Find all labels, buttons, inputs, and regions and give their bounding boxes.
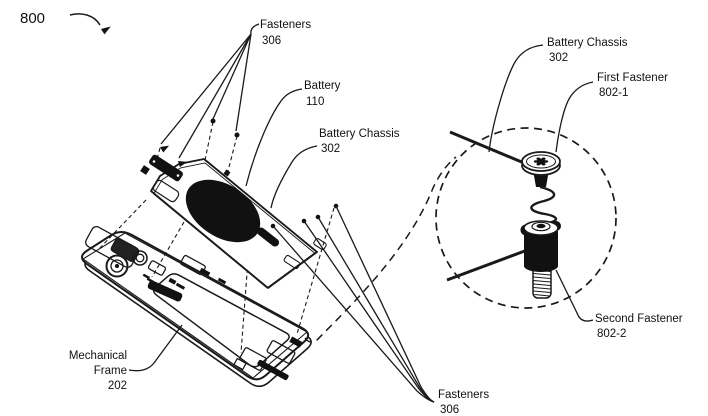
figure-ref-arrowhead	[101, 26, 111, 35]
detail-circle-view	[435, 127, 617, 309]
first-fastener-label: First Fastener	[597, 72, 668, 84]
battery-chassis-label: Battery Chassis	[319, 128, 400, 140]
fasteners-top-ref: 306	[262, 35, 281, 47]
first-fastener-ref: 802-1	[599, 87, 628, 99]
figure-ref-label: 800	[20, 10, 45, 27]
first-fastener-leader	[555, 81, 594, 153]
camera-lens2-outer	[132, 250, 148, 266]
battery-ref: 110	[306, 96, 324, 108]
second-fastener-label: Second Fastener	[595, 313, 683, 325]
battery-chassis-plate	[140, 154, 339, 289]
second-fastener-ref: 802-2	[597, 328, 626, 340]
battery-leader	[245, 88, 303, 187]
mechanical-frame-label-1: Mechanical	[69, 350, 127, 362]
labels: 800 Fasteners 306 Battery 110 Battery Ch…	[20, 10, 683, 416]
fasteners-top-leaders	[160, 23, 260, 168]
floating-fastener-dots	[210, 118, 240, 138]
figure-ref-arrow	[69, 13, 111, 35]
chassis-speaker-outline	[152, 179, 180, 203]
chassis-connector	[140, 154, 183, 182]
arrowheads	[160, 145, 188, 168]
battery-label: Battery	[304, 80, 341, 92]
chassis-oval-stripe	[256, 227, 280, 247]
mechanical-frame-label-2: Frame	[94, 365, 127, 377]
fasteners-bottom-ref: 306	[440, 404, 459, 416]
battery-ellipse	[185, 179, 261, 243]
frame-camera-cluster	[85, 226, 227, 302]
fasteners-bottom-label: Fasteners	[438, 389, 489, 401]
battery-chassis-detail-leader	[488, 44, 544, 153]
detail-circle-boundary	[435, 127, 617, 309]
chassis-inner-line	[153, 162, 315, 289]
chassis-zigzag-profile	[530, 185, 558, 226]
frame-outer-outline	[80, 231, 310, 381]
camera-lens-inner	[110, 259, 124, 273]
fasteners-bottom-leaders	[272, 205, 435, 403]
chassis-hole-marker	[223, 169, 231, 177]
battery-chassis-detail-label: Battery Chassis	[547, 37, 628, 49]
frame-port-cluster	[233, 336, 303, 381]
mechanical-frame-ref: 202	[108, 380, 127, 392]
detail-callout-arc	[304, 156, 457, 343]
battery-chassis-ref: 302	[321, 143, 340, 155]
battery-chassis-leader	[270, 145, 318, 209]
torx-recess	[533, 157, 549, 166]
frame-inner-rim	[82, 232, 308, 379]
second-fastener-leader	[555, 269, 594, 322]
fasteners-top-label: Fasteners	[260, 19, 311, 31]
camera-lens2-inner	[135, 253, 145, 263]
frame-section-line	[446, 247, 531, 282]
frame-side-bar	[147, 280, 183, 302]
chassis-section-line	[449, 130, 525, 165]
label-leaders	[128, 44, 594, 372]
battery-chassis-detail-ref: 302	[549, 52, 568, 64]
second-fastener-drawing	[520, 220, 561, 299]
camera-lens-outer	[105, 254, 129, 278]
first-fastener-drawing	[521, 151, 561, 187]
mechanical-frame-drawing	[80, 226, 312, 388]
mechanical-frame-leader	[128, 324, 183, 372]
